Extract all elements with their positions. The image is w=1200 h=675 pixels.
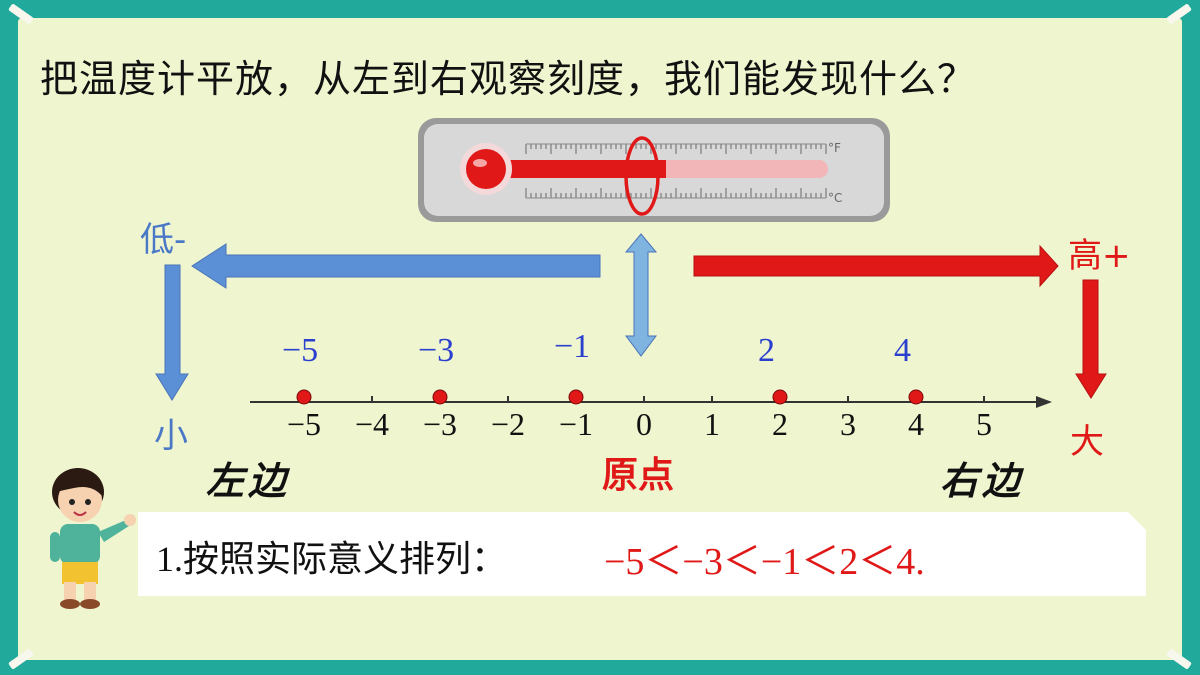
high-label: 高+: [1068, 236, 1131, 276]
axis-tick-label: 0: [636, 406, 652, 442]
marked-value-label: −3: [418, 332, 455, 369]
axis-tick-label: 3: [840, 406, 856, 442]
answer-result: −5＜−3＜−1＜2＜4.: [604, 541, 925, 583]
number-line-arrowhead: [1036, 396, 1052, 408]
answer-lead: 1.按照实际意义排列：: [156, 539, 508, 579]
boy-illustration: [50, 468, 136, 609]
marked-point: [432, 389, 448, 405]
left-arrow: [191, 243, 601, 289]
axis-tick-label: −1: [558, 406, 594, 442]
large-label: 大: [1070, 422, 1104, 462]
svg-text:°C: °C: [828, 191, 842, 205]
marked-value-label: −1: [554, 328, 591, 365]
left-side-label: 左边: [206, 458, 291, 503]
small-label: 小: [154, 416, 188, 456]
down-arrow-right: [1075, 279, 1107, 399]
axis-tick-label: −4: [354, 406, 390, 442]
origin-label: 原点: [602, 455, 675, 496]
marked-point: [296, 389, 312, 405]
thermometer-icon: °F °C: [418, 118, 890, 222]
axis-tick-label: −2: [490, 406, 526, 442]
axis-tick-label: 4: [908, 406, 924, 442]
axis-tick-label: −5: [286, 406, 322, 442]
right-side-label: 右边: [940, 458, 1025, 503]
right-arrow: [693, 244, 1059, 288]
marked-value-label: 4: [894, 332, 911, 369]
marked-value-label: −5: [282, 332, 319, 369]
marked-point: [908, 389, 924, 405]
svg-text:°F: °F: [828, 141, 841, 155]
axis-tick-label: 5: [976, 406, 992, 442]
down-arrow-left: [155, 264, 189, 401]
axis-tick-label: 2: [772, 406, 788, 442]
answer-box: 1.按照实际意义排列： −5＜−3＜−1＜2＜4.: [138, 512, 1146, 596]
marked-point: [568, 389, 584, 405]
marked-point: [772, 389, 788, 405]
slide-title: 把温度计平放，从左到右观察刻度，我们能发现什么？: [40, 57, 977, 101]
axis-tick-label: 1: [704, 406, 720, 442]
low-label: 低-: [140, 220, 187, 260]
axis-tick-label: −3: [422, 406, 458, 442]
double-arrow-icon: [624, 233, 658, 357]
marked-value-label: 2: [758, 332, 775, 369]
